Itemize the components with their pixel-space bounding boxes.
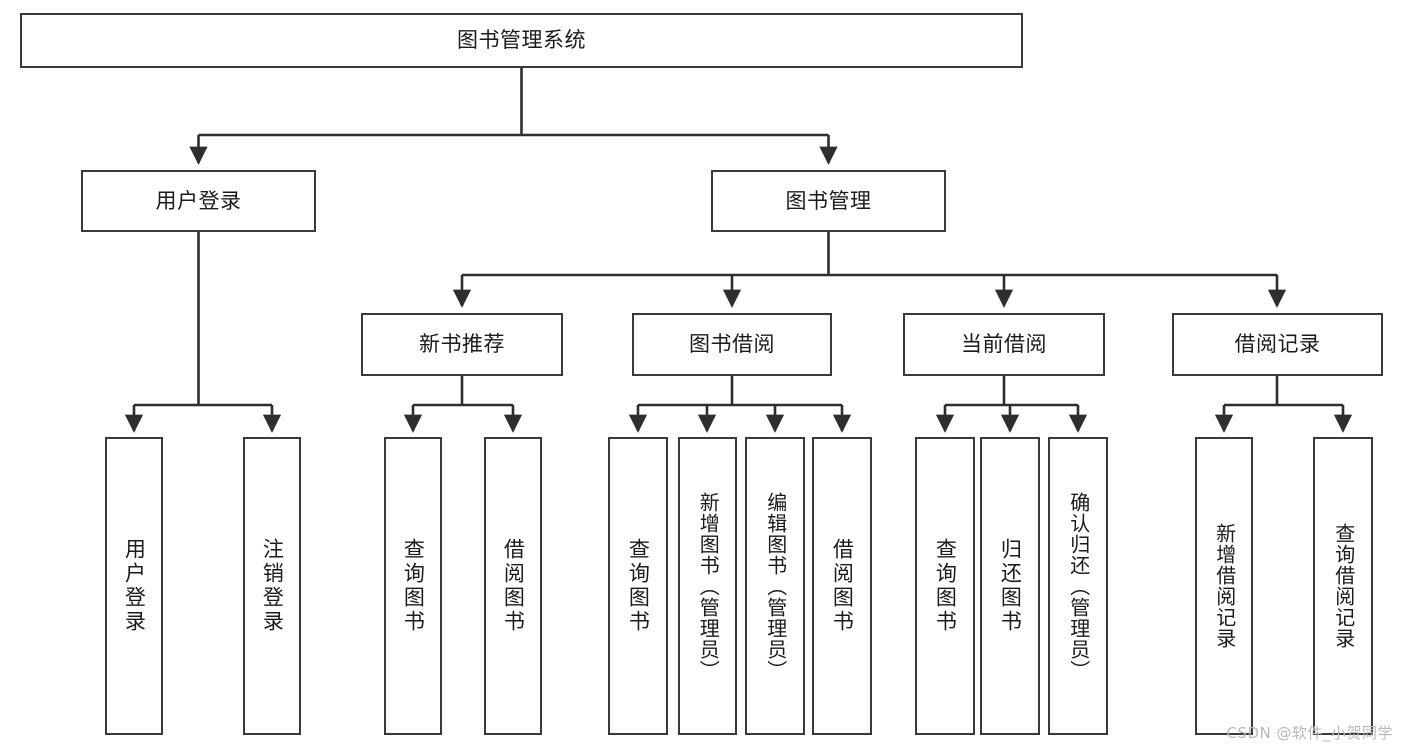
leaf-node-label: 借阅图书 [830, 538, 855, 634]
leaf-node-1[interactable]: 用户登录 [105, 437, 163, 735]
level2-node-1[interactable]: 新书推荐 [361, 313, 563, 376]
leaf-node-label: 编辑图书（管理员） [763, 491, 788, 681]
level2-node-label: 借阅记录 [1234, 332, 1321, 357]
level2-node-label: 新书推荐 [419, 332, 505, 357]
leaf-node-6[interactable]: 新增图书（管理员） [678, 437, 737, 735]
leaf-node-label: 新增借阅记录 [1212, 523, 1237, 649]
leaf-node-label: 归还图书 [998, 538, 1023, 634]
leaf-node-4[interactable]: 借阅图书 [484, 437, 542, 735]
leaf-node-label: 查询图书 [401, 538, 426, 634]
level1-node-2[interactable]: 图书管理 [711, 170, 946, 232]
leaf-node-label: 查询图书 [933, 538, 958, 634]
level2-node-2[interactable]: 图书借阅 [632, 313, 832, 376]
leaf-node-9[interactable]: 查询图书 [915, 437, 975, 735]
leaf-node-label: 注销登录 [260, 538, 285, 634]
leaf-node-8[interactable]: 借阅图书 [812, 437, 872, 735]
level2-node-label: 当前借阅 [961, 332, 1047, 357]
level1-node-label: 用户登录 [155, 188, 242, 213]
level2-node-4[interactable]: 借阅记录 [1172, 313, 1383, 376]
leaf-node-2[interactable]: 注销登录 [243, 437, 301, 735]
level2-node-3[interactable]: 当前借阅 [903, 313, 1105, 376]
leaf-node-11[interactable]: 确认归还（管理员） [1048, 437, 1108, 735]
level1-node-label: 图书管理 [785, 188, 872, 213]
leaf-node-label: 确认归还（管理员） [1066, 491, 1091, 681]
level2-node-label: 图书借阅 [689, 332, 775, 357]
leaf-node-10[interactable]: 归还图书 [980, 437, 1040, 735]
leaf-node-12[interactable]: 新增借阅记录 [1195, 437, 1253, 735]
leaf-node-3[interactable]: 查询图书 [384, 437, 442, 735]
leaf-node-7[interactable]: 编辑图书（管理员） [745, 437, 805, 735]
leaf-node-label: 查询借阅记录 [1331, 523, 1356, 649]
leaf-node-label: 借阅图书 [501, 538, 526, 634]
leaf-node-label: 新增图书（管理员） [696, 491, 721, 681]
root-node-1[interactable]: 图书管理系统 [20, 13, 1023, 68]
leaf-node-label: 用户登录 [122, 538, 147, 634]
leaf-node-5[interactable]: 查询图书 [608, 437, 668, 735]
leaf-node-13[interactable]: 查询借阅记录 [1313, 437, 1373, 735]
level1-node-1[interactable]: 用户登录 [81, 170, 316, 232]
leaf-node-label: 查询图书 [626, 538, 651, 634]
root-node-label: 图书管理系统 [457, 28, 586, 53]
